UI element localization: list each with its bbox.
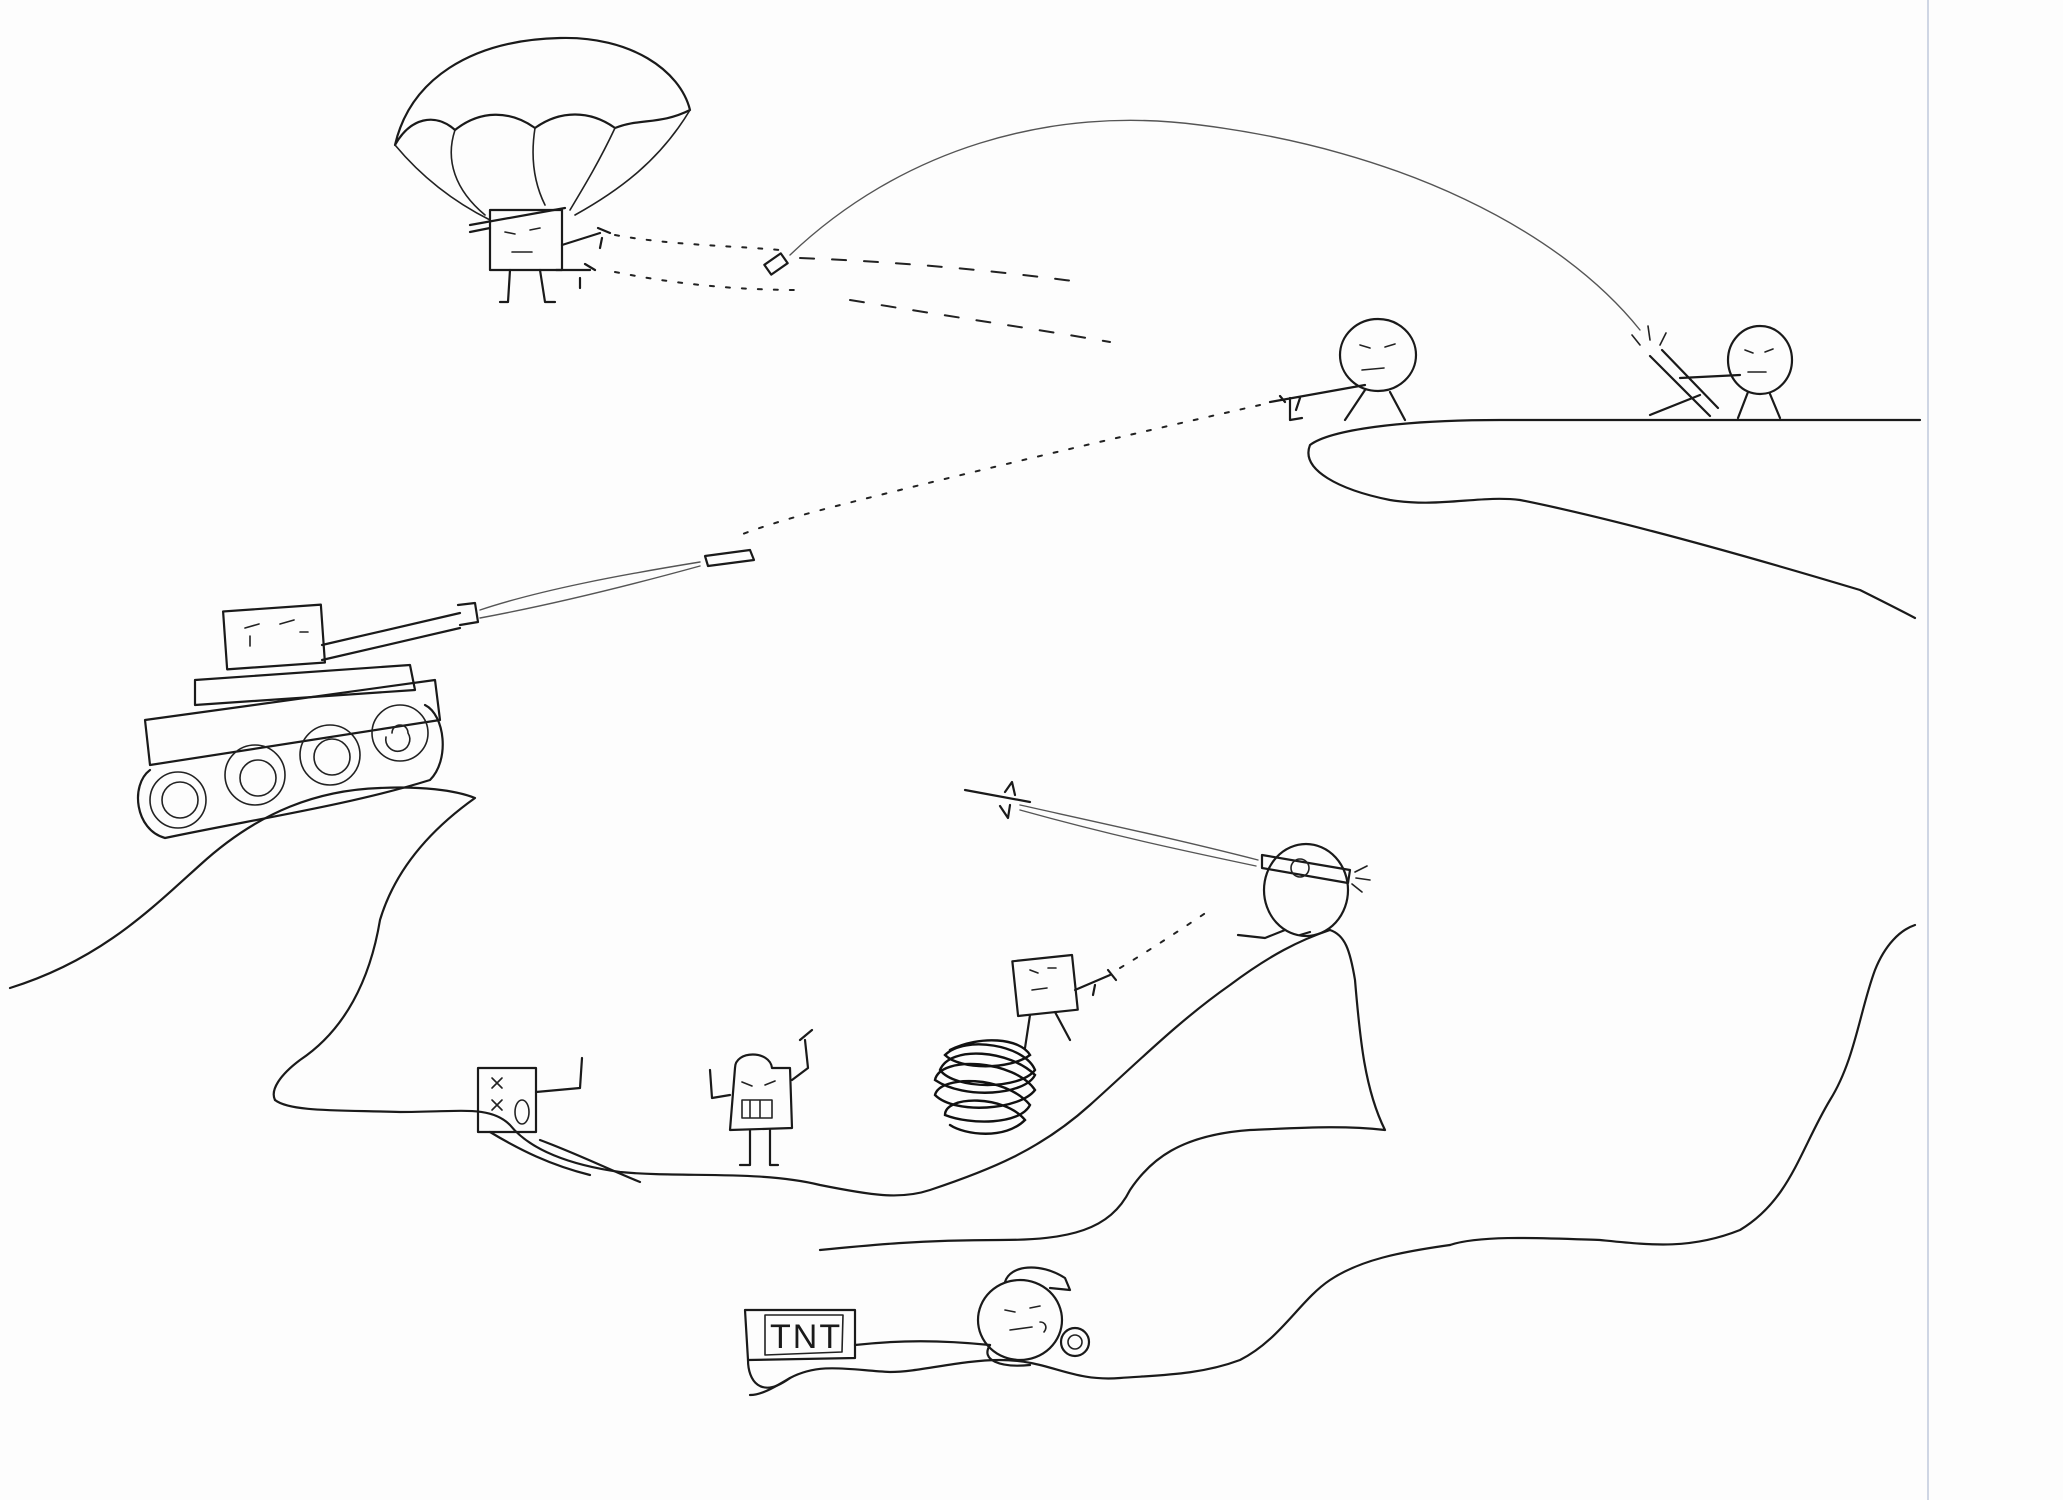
grenadier-legs (1736, 390, 1782, 420)
tnt-trench-edge (746, 1358, 792, 1389)
lower-right-slope (1448, 923, 1917, 1247)
tank-face (244, 619, 309, 647)
tank-wheel-2-hub (239, 759, 277, 797)
middle-valley (273, 928, 1387, 1252)
tnt-label: TNT (770, 1318, 842, 1356)
fallen-soldier-x-eyes (491, 1077, 503, 1111)
prone-soldier-head (976, 1278, 1064, 1362)
shouting-soldier-legs (738, 1128, 780, 1167)
gunner-bullets (1119, 909, 1211, 969)
bottom-trench (748, 1243, 1452, 1397)
rifleman-head (1338, 317, 1418, 393)
tnt-ambush: TNT (743, 1266, 1091, 1389)
detonator (1059, 1326, 1091, 1358)
grenadier-head (1726, 324, 1794, 396)
prone-soldier-body (986, 1343, 1032, 1367)
explosion-scribble (933, 1039, 1037, 1135)
shouting-soldier (708, 1028, 814, 1167)
tracer-dashes-lower (849, 299, 1111, 343)
prone-soldier-face (1004, 1305, 1047, 1333)
rocket (963, 780, 1032, 820)
launcher-blast (1631, 325, 1667, 346)
fallen-soldier-legs (488, 1130, 642, 1184)
shouting-soldier-face (741, 1080, 776, 1119)
tank-wheel-3-hub (313, 738, 351, 776)
tank-wheel-3 (299, 724, 361, 786)
grenade-trajectory (789, 119, 1641, 331)
parachute-soldier (393, 36, 801, 304)
tnt-fuse (853, 1340, 992, 1347)
rifleman-upper (739, 317, 1418, 536)
tank (136, 548, 756, 840)
bazooka-soldier-legs (1236, 928, 1312, 940)
paratrooper-bullets-lower (614, 271, 801, 291)
tank-wheel-2 (224, 744, 286, 806)
rifleman-bullets (739, 404, 1261, 536)
tank-barrel (320, 601, 480, 662)
detonator-center (1067, 1334, 1083, 1350)
fallen-soldier-mouth (514, 1099, 530, 1125)
left-hill (8, 786, 477, 1102)
gunner-body (1011, 953, 1079, 1018)
fallen-soldier (476, 1056, 642, 1184)
tank-muzzle-blast (479, 561, 701, 619)
grenade (763, 252, 789, 276)
gunner-legs (1023, 1010, 1072, 1050)
tank-turret (221, 603, 327, 671)
parachute-canopy (393, 36, 692, 147)
paratrooper-guns (554, 226, 612, 290)
tank-wheel-4 (371, 704, 429, 762)
upper-right-cliff (1307, 418, 1922, 620)
tank-wheel-1 (149, 771, 207, 829)
tnt-crate (743, 1308, 857, 1362)
parachute-gores (394, 109, 691, 221)
gunner-gun (1073, 968, 1118, 997)
rifleman-legs (1343, 388, 1407, 422)
tank-wheel-4-spiral (384, 724, 411, 753)
fallen-soldier-body (476, 1066, 538, 1134)
paratrooper-face (504, 227, 541, 253)
bazooka-soldier-head (1262, 842, 1350, 938)
shouting-soldier-arms (708, 1028, 814, 1100)
prone-soldier-helmet (1003, 1266, 1072, 1292)
tracer-dashes-upper (799, 257, 1081, 283)
gunner-slope (933, 909, 1211, 1135)
tank-hull (143, 678, 442, 767)
grenade-arc (763, 119, 1641, 343)
tank-track (136, 703, 444, 840)
rocket-trail (1019, 804, 1259, 867)
rifleman-rifle (1268, 383, 1367, 422)
paratrooper-bullets-upper (614, 234, 781, 251)
bazooka-sight (1290, 858, 1310, 878)
fallen-soldier-arm (534, 1056, 584, 1094)
tank-top (193, 663, 417, 707)
bazooka-backblast (1351, 865, 1371, 893)
paratrooper-headband (468, 206, 567, 234)
tank-wheel-1-hub (161, 781, 199, 819)
rifleman-face (1359, 343, 1396, 371)
bazooka-tube (1260, 853, 1352, 885)
paratrooper-legs (498, 268, 557, 304)
bazooka-soldier (963, 780, 1371, 940)
tnt-crate-inner (764, 1314, 844, 1356)
paratrooper-body (488, 208, 564, 272)
grenadier-launcher (1648, 348, 1742, 418)
grenadier-face (1744, 348, 1774, 373)
shouting-soldier-body (728, 1053, 794, 1132)
tank-shell (703, 548, 756, 568)
gunner-face (1029, 967, 1057, 991)
grenadier-upper (1631, 324, 1794, 420)
